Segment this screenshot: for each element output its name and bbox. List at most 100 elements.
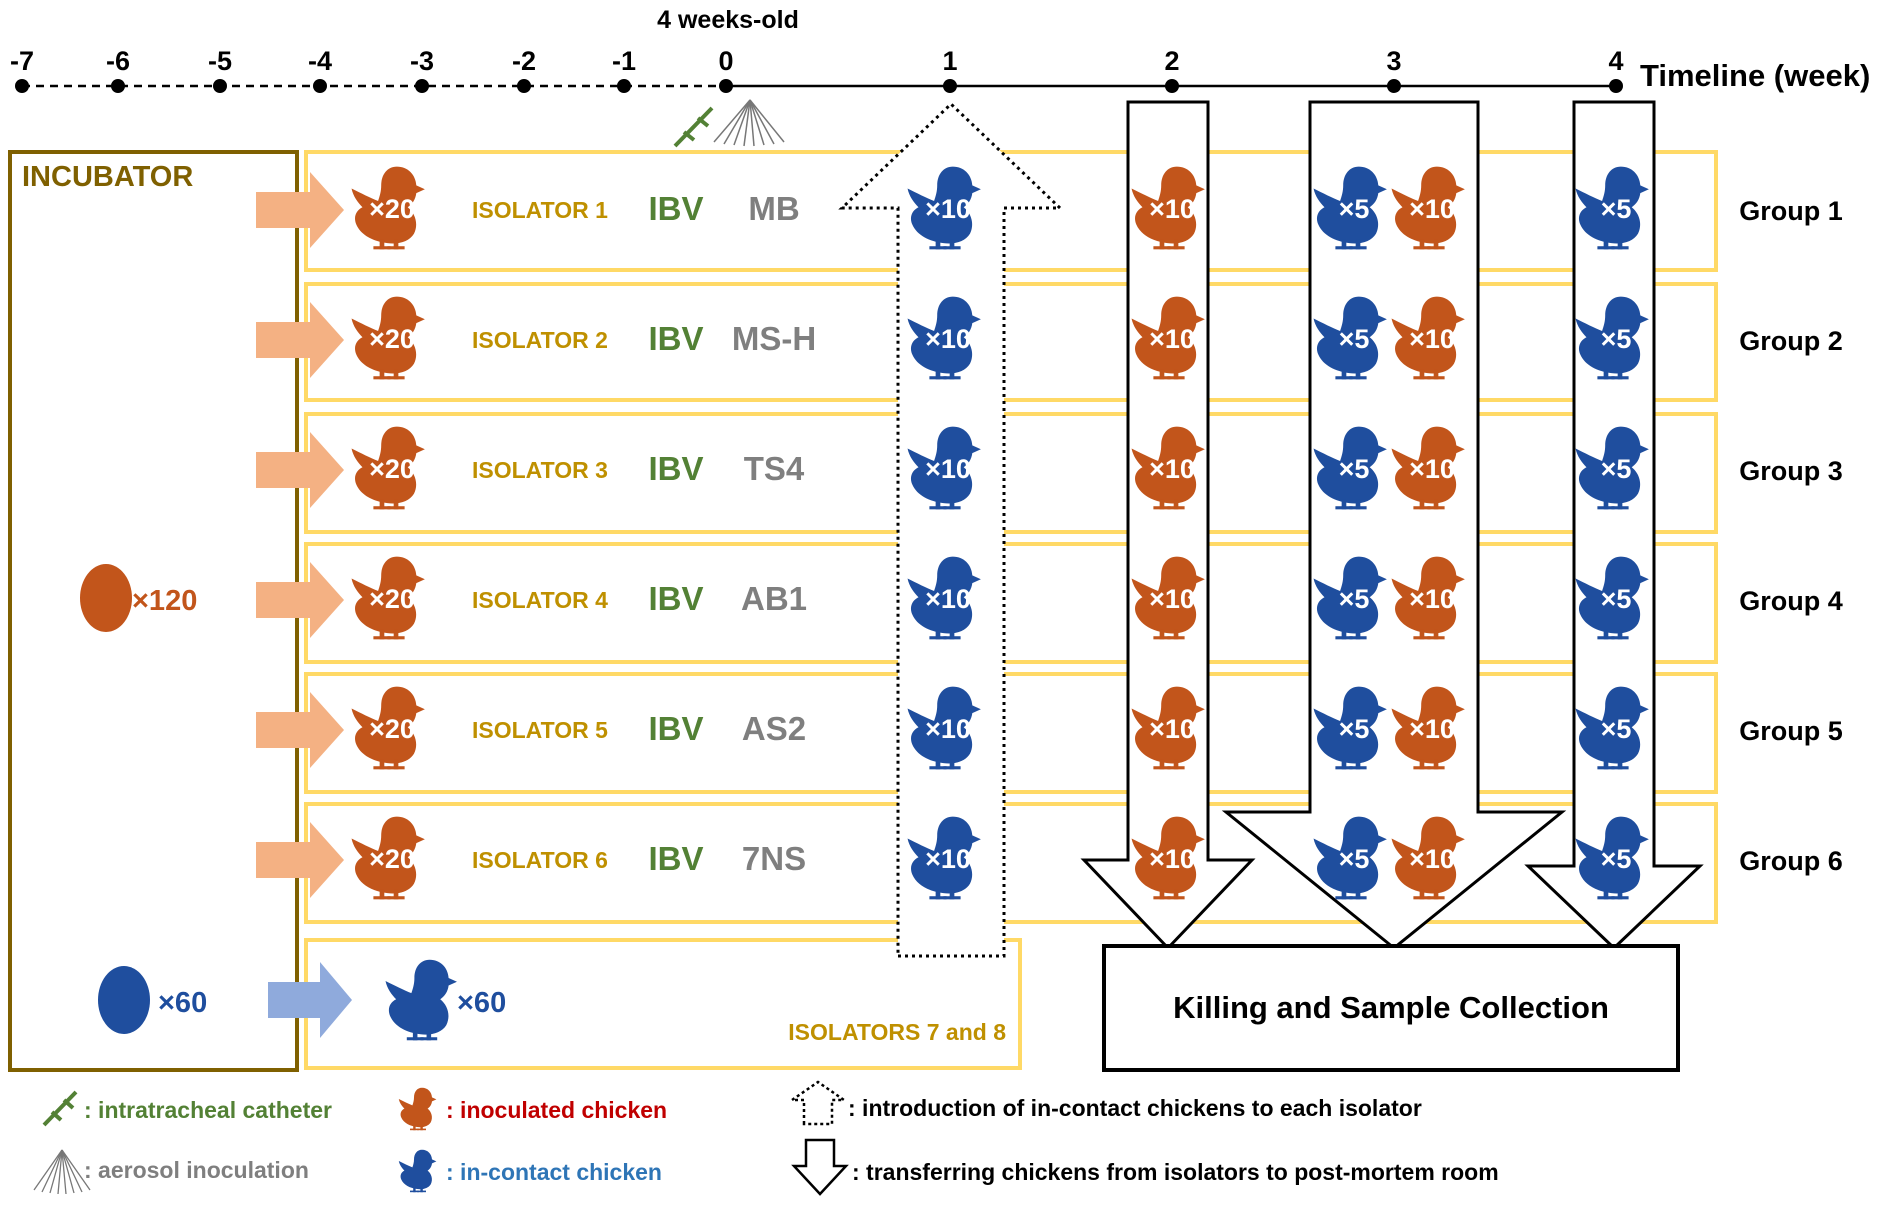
chick-count: ×20 [369,714,415,744]
chick-count: ×10 [1409,584,1455,614]
legend-intro-arrow-icon [787,1080,849,1126]
chick-count: ×5 [1601,324,1632,354]
chick-count: ×5 [1339,584,1370,614]
virus-label: IBV [648,710,703,747]
chick-count: ×10 [1149,194,1195,224]
virus-label: IBV [648,450,703,487]
isolator-label: ISOLATOR 6 [472,847,608,873]
arrow-to-isolator [256,822,344,898]
chick-icon [385,959,457,1041]
timeline-tick-label: 3 [1386,46,1401,76]
strain-label: AB1 [741,580,807,617]
chick-count: ×5 [1601,844,1632,874]
catheter-icon [42,1090,78,1127]
timeline-tick-label: -7 [10,46,34,76]
introduction-arrow [838,101,1064,958]
chick-count: ×10 [1149,714,1195,744]
arrow-to-isolator [256,172,344,248]
timeline-tick-label: 0 [718,46,733,76]
arrow-to-isolator [256,562,344,638]
killing-box [1102,944,1680,1072]
chick-count: ×5 [1601,584,1632,614]
timeline-tick-label: -4 [308,46,332,76]
egg-icon [98,966,150,1034]
timeline-tick [1387,79,1401,93]
group-label: Group 5 [1739,716,1843,746]
chick-count: ×20 [369,324,415,354]
timeline-tick [213,79,227,93]
transfer-arrow-week3 [1221,100,1567,950]
strain-label: AS2 [742,710,806,747]
chick-count: ×20 [369,454,415,484]
chick-count: ×5 [1601,454,1632,484]
group-label: Group 4 [1739,586,1843,616]
strain-label: TS4 [744,450,805,487]
contact-pool-label: ISOLATORS 7 and 8 [788,1019,1006,1045]
chick-count: ×10 [1149,454,1195,484]
chick-count: ×10 [925,714,971,744]
strain-label: MS-H [732,320,816,357]
timeline-tick [943,79,957,93]
chick-count: ×10 [1409,844,1455,874]
chick-count: ×10 [1149,844,1195,874]
transfer-arrow-week4 [1524,100,1704,951]
chick-count: ×5 [1339,714,1370,744]
timeline-tick [313,79,327,93]
virus-label: IBV [648,580,703,617]
egg-icon [80,564,132,632]
group-label: Group 1 [1739,196,1843,226]
arrow-to-isolator [256,432,344,508]
strain-label: MB [748,190,799,227]
timeline-tick-label: -2 [512,46,536,76]
chick-count: ×10 [1409,194,1455,224]
chick-count: ×10 [925,454,971,484]
timeline-tick [617,79,631,93]
virus-label: IBV [648,840,703,877]
chick-count: ×5 [1601,194,1632,224]
legend-aerosol: : aerosol inoculation [84,1157,309,1183]
isolator-label: ISOLATOR 1 [472,197,608,223]
chick-count: ×5 [1339,194,1370,224]
timeline-tick-label: -1 [612,46,636,76]
chick-count: ×10 [1409,714,1455,744]
arrow-to-contact-pool [268,962,352,1038]
strain-label: 7NS [742,840,806,877]
isolator-label: ISOLATOR 4 [472,587,608,613]
virus-label: IBV [648,190,703,227]
chick-count: ×5 [1339,454,1370,484]
timeline-tick [1165,79,1179,93]
legend-transfer: : transferring chickens from isolators t… [852,1159,1499,1185]
chick-count: ×10 [925,324,971,354]
age-label: 4 weeks-old [657,6,799,34]
killing-box-label: Killing and Sample Collection [1173,990,1609,1025]
timeline-axis-label: Timeline (week) [1640,58,1870,93]
isolator-label: ISOLATOR 3 [472,457,608,483]
timeline-tick [517,79,531,93]
legend: : intratracheal catheter : aerosol inocu… [33,1080,1499,1196]
timeline-tick-label: -6 [106,46,130,76]
catheter-icon [673,106,714,148]
group-label: Group 3 [1739,456,1843,486]
timeline-tick-label: -5 [208,46,232,76]
chick-count: ×10 [1409,454,1455,484]
timeline-tick-label: -3 [410,46,434,76]
transfer-arrows [1080,100,1704,951]
chick-icon [398,1149,437,1193]
chick-count: ×10 [1409,324,1455,354]
chick-count: ×5 [1339,324,1370,354]
arrow-to-isolator [256,692,344,768]
chick-count: ×10 [1149,584,1195,614]
rows-layer: ×20 ISOLATOR 1 IBV MB ×10 ×10 ×5 ×10 ×5 Group 1 ×2… [256,166,1843,900]
timeline-tick-label: 4 [1608,46,1623,76]
legend-intro: : introduction of in-contact chickens to… [848,1095,1422,1121]
egg-count-contact: ×60 [158,987,207,1019]
chick-count: ×10 [925,194,971,224]
chick-count: ×20 [369,844,415,874]
chick-icon [398,1087,437,1131]
timeline-tick [111,79,125,93]
group-label: Group 6 [1739,846,1843,876]
